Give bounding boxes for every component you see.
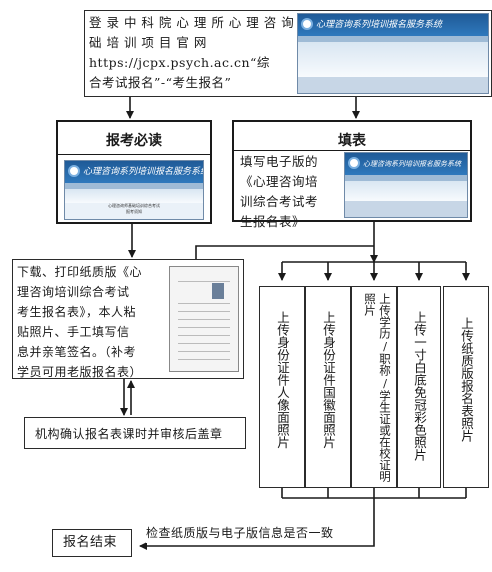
entry-line: https://jcpx.psych.ac.cn“综 — [89, 55, 270, 70]
paper-form-image — [169, 266, 239, 372]
website-screenshot: 心理咨询系列培训报名服务系统 — [297, 13, 489, 94]
logo-icon — [348, 157, 360, 169]
upload-photo-text: 上传一寸白底免冠彩色照片 — [412, 311, 427, 461]
fill-line: 训综合考试考 — [240, 194, 319, 209]
download-print-box: 下载、打印纸质版《心 理咨询培训综合考试 考生报名表》，本人粘 贴照片、手工填写… — [12, 259, 244, 379]
institution-confirm-box: 机构确认报名表课时并审核后盖章 — [24, 417, 246, 449]
line-download-to-bar — [195, 245, 374, 262]
line-to-end — [139, 510, 375, 550]
entry-line: 合考试报名”-“考生报名” — [89, 75, 232, 90]
fill-line: 生报名表》 — [240, 214, 306, 229]
upload-paper-form-text: 上传纸质版报名表照片 — [459, 317, 474, 442]
logo-icon — [301, 18, 313, 30]
upload-id-back-box: 上传身份证件国徽面照片 — [305, 286, 351, 488]
institution-confirm-text: 机构确认报名表课时并审核后盖章 — [35, 427, 223, 441]
fill-form-title: 填表 — [338, 133, 366, 149]
read-first-screenshot: 心理咨询系列培训报名服务系统 心理咨询师基础培训综合考试 报考须知 — [64, 160, 204, 220]
download-line: 考生报名表》，本人粘 — [17, 305, 137, 319]
fill-form-screenshot: 心理咨询系列培训报名服务系统 — [344, 152, 468, 218]
entry-line: 登 录 中 科 院 心 理 所 心 理 咨 询 基 — [89, 15, 312, 30]
read-first-box: 报考必读 心理咨询系列培训报名服务系统 心理咨询师基础培训综合考试 报考须知 — [56, 120, 212, 224]
read-caption-2: 报考须知 — [126, 209, 142, 214]
registration-end-box: 报名结束 — [52, 529, 132, 557]
fill-form-box: 填表 填写电子版的 《心理咨询培 训综合考试考 生报名表》 心理咨询系列培训报名… — [232, 120, 472, 229]
read-first-title: 报考必读 — [106, 133, 162, 149]
entry-line: 础 培 训 项 目 官 网 — [89, 35, 207, 50]
site-banner: 心理咨询系列培训报名服务系统 — [298, 14, 488, 36]
logo-icon — [68, 165, 80, 177]
fill-line: 填写电子版的 — [240, 154, 319, 169]
upload-paper-form-box: 上传纸质版报名表照片 — [443, 286, 489, 488]
fill-line: 《心理咨询培 — [240, 174, 319, 189]
upload-photo-box: 上传一寸白底免冠彩色照片 — [397, 286, 441, 488]
registration-end-text: 报名结束 — [63, 535, 118, 550]
download-line: 贴照片、手工填写信 — [17, 325, 130, 339]
upload-id-front-text: 上传身份证件人像面照片 — [275, 311, 290, 449]
download-line: 理咨询培训综合考试 — [17, 285, 130, 299]
upload-id-back-text: 上传身份证件国徽面照片 — [321, 311, 336, 449]
download-line: 学员可用老版报名表） — [17, 365, 143, 379]
entry-box: 登 录 中 科 院 心 理 所 心 理 咨 询 基 础 培 训 项 目 官 网 … — [84, 10, 492, 97]
upload-education-box: 上传学历/职称/学生证或在校证明照片 — [351, 286, 397, 488]
upload-id-front-box: 上传身份证件人像面照片 — [259, 286, 305, 488]
read-caption-1: 心理咨询师基础培训综合考试 — [108, 203, 160, 208]
download-line: 下载、打印纸质版《心 — [17, 265, 143, 279]
check-consistency-label: 检查纸质版与电子版信息是否一致 — [146, 523, 334, 543]
upload-education-text: 上传学历/职称/学生证或在校证明照片 — [363, 293, 392, 482]
download-line: 息并亲笔签名。（补考 — [17, 345, 137, 359]
site-banner: 心理咨询系列培训报名服务系统 — [345, 153, 467, 175]
site-banner: 心理咨询系列培训报名服务系统 — [65, 161, 203, 183]
